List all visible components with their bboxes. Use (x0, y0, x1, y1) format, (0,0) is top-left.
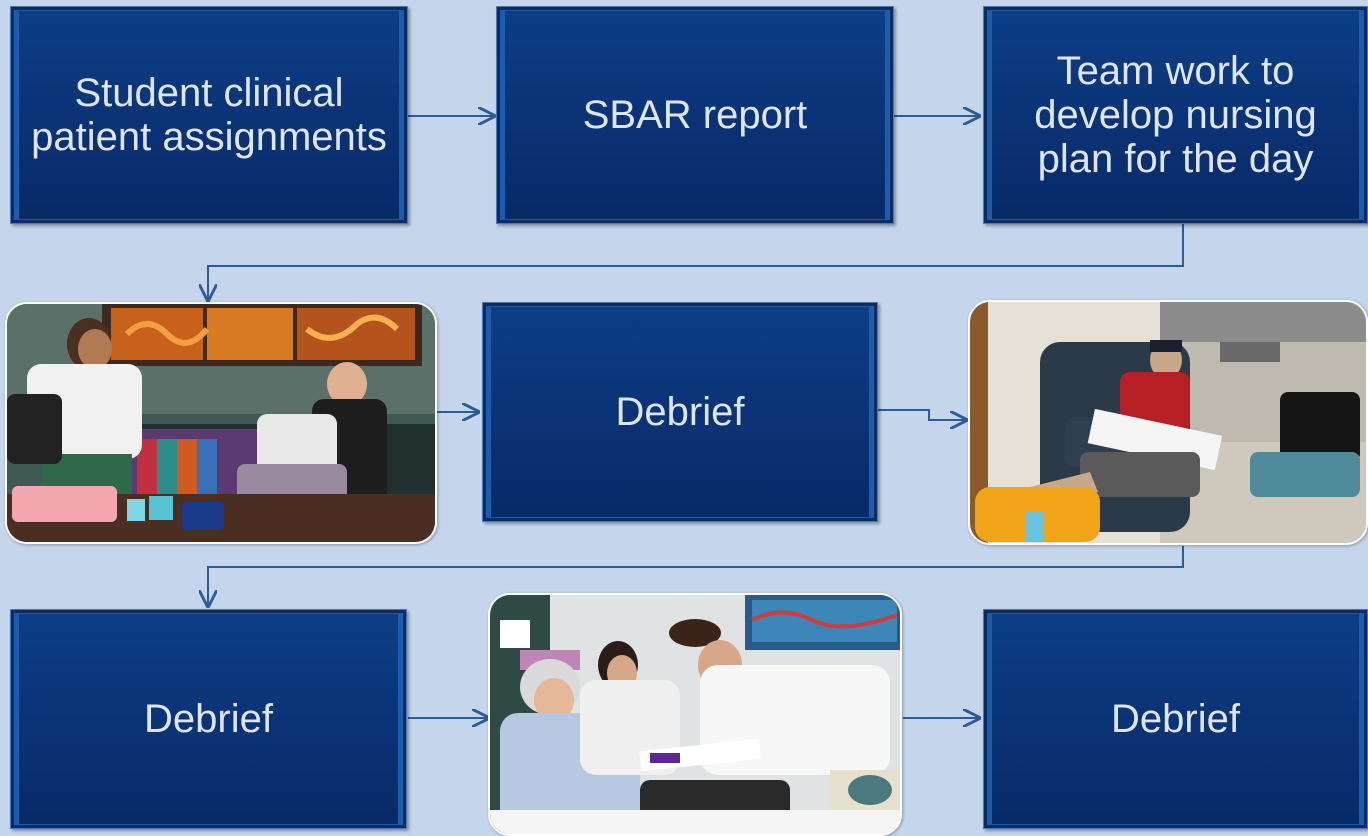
photo-patient-mannequin (968, 300, 1368, 545)
step-debrief-box-2: Debrief (10, 609, 407, 829)
step-sbar-label: SBAR report (582, 93, 808, 137)
step-teamwork-box: Team work to develop nursing plan for th… (983, 6, 1368, 224)
step-teamwork-label: Team work to develop nursing plan for th… (1034, 49, 1317, 181)
step-sbar-box: SBAR report (496, 6, 894, 224)
photo-patient-mannequin-illustration (970, 302, 1366, 543)
photo-students-examining-patient-illustration (490, 595, 900, 834)
step-debrief-label-1: Debrief (615, 390, 745, 434)
step-assignments-label: Student clinical patient assignments (31, 71, 387, 159)
step-assignments-box: Student clinical patient assignments (10, 6, 408, 224)
step-debrief-label-2: Debrief (144, 697, 273, 741)
arrow-debrief-to-photo2 (878, 409, 966, 420)
step-debrief-box-1: Debrief (482, 302, 878, 522)
photo-students-with-patient-illustration (7, 304, 435, 542)
arrow-teamwork-to-photo1 (208, 224, 1184, 300)
photo-students-examining-patient (488, 593, 902, 836)
photo-students-with-patient (5, 302, 437, 544)
step-debrief-box-3: Debrief (983, 609, 1368, 829)
step-debrief-label-3: Debrief (1111, 697, 1240, 741)
